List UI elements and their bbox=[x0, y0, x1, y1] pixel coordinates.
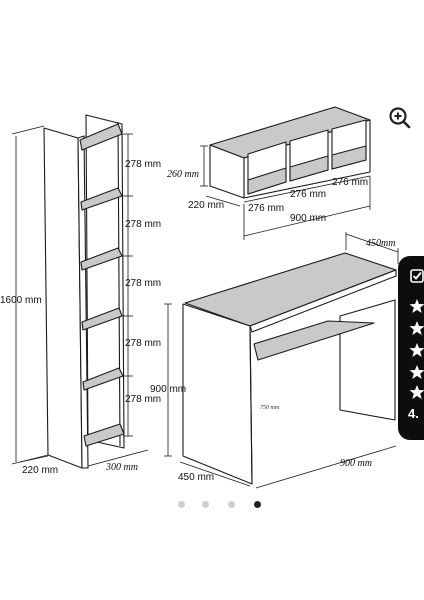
rating-panel[interactable]: 4. bbox=[398, 256, 424, 440]
wall-shelf-dimension-lines bbox=[200, 145, 371, 240]
bookcase-side-panel bbox=[43, 127, 83, 469]
bookcase-shelf bbox=[80, 247, 123, 271]
desk-left-leg bbox=[182, 303, 253, 485]
bookcase-shelf-spacing-label: 278 mm bbox=[125, 278, 161, 289]
star-icon bbox=[409, 321, 424, 335]
gallery-dot[interactable] bbox=[254, 501, 261, 508]
wall-shelf-drawing bbox=[209, 106, 371, 199]
desk-height-label: 900 mm bbox=[150, 384, 186, 395]
gallery-dot[interactable] bbox=[202, 501, 209, 508]
star-icon bbox=[409, 343, 424, 357]
wall-shelf-compartment-label: 276 mm bbox=[332, 177, 368, 188]
checkbox-icon bbox=[410, 269, 424, 283]
wall-shelf-compartment-label: 276 mm bbox=[248, 203, 284, 214]
wall-shelf-floor bbox=[289, 155, 329, 182]
bookcase-shelf-spacing-label: 278 mm bbox=[125, 159, 161, 170]
bookcase-drawing bbox=[43, 114, 125, 469]
bookcase-shelf-spacing-label: 278 mm bbox=[125, 219, 161, 230]
wall-shelf-depth-label: 220 mm bbox=[188, 200, 224, 211]
zoom-button[interactable] bbox=[384, 102, 416, 134]
gallery-dot[interactable] bbox=[228, 501, 235, 508]
bookcase-width-label: 300 mm bbox=[105, 462, 138, 473]
bookcase-shelf bbox=[81, 307, 123, 331]
bookcase-shelf bbox=[80, 187, 123, 211]
desk-inner-height-label: 750 mm bbox=[260, 405, 280, 411]
desk-drawing bbox=[182, 252, 397, 485]
wall-shelf-compartment-label: 276 mm bbox=[290, 189, 326, 200]
bookcase-height-label: 1600 mm bbox=[0, 295, 42, 306]
gallery-pagination bbox=[170, 501, 270, 509]
bookcase-shelf-spacing-label: 278 mm bbox=[125, 338, 161, 349]
gallery-dot[interactable] bbox=[178, 501, 185, 508]
bookcase-dimension-lines bbox=[11, 125, 149, 467]
desk-dimension-lines bbox=[164, 232, 399, 489]
desk-depth-top-label: 450mm bbox=[366, 238, 395, 249]
wall-shelf-floor bbox=[247, 167, 287, 195]
desk-width-label: 900 mm bbox=[340, 458, 372, 469]
wall-shelf-height-label: 260 mm bbox=[167, 169, 199, 180]
star-icon bbox=[409, 365, 424, 379]
star-icon bbox=[409, 299, 424, 313]
bookcase-shelf-top bbox=[79, 123, 123, 151]
wall-shelf-side bbox=[209, 144, 245, 199]
bookcase-shelf-spacing-label: 278 mm bbox=[125, 394, 161, 405]
star-icon bbox=[409, 385, 424, 399]
desk-right-leg bbox=[339, 299, 396, 421]
desk-depth-label: 450 mm bbox=[178, 472, 214, 483]
desk-top-edge bbox=[249, 269, 397, 333]
desk-keyboard-tray bbox=[253, 320, 375, 361]
bookcase-depth-label: 220 mm bbox=[22, 465, 58, 476]
bookcase-shelf-bottom bbox=[83, 423, 125, 447]
rating-value: 4. bbox=[408, 406, 419, 421]
zoom-in-icon bbox=[389, 107, 411, 129]
wall-shelf-floor bbox=[331, 145, 367, 170]
wall-shelf-width-label: 900 mm bbox=[290, 213, 326, 224]
